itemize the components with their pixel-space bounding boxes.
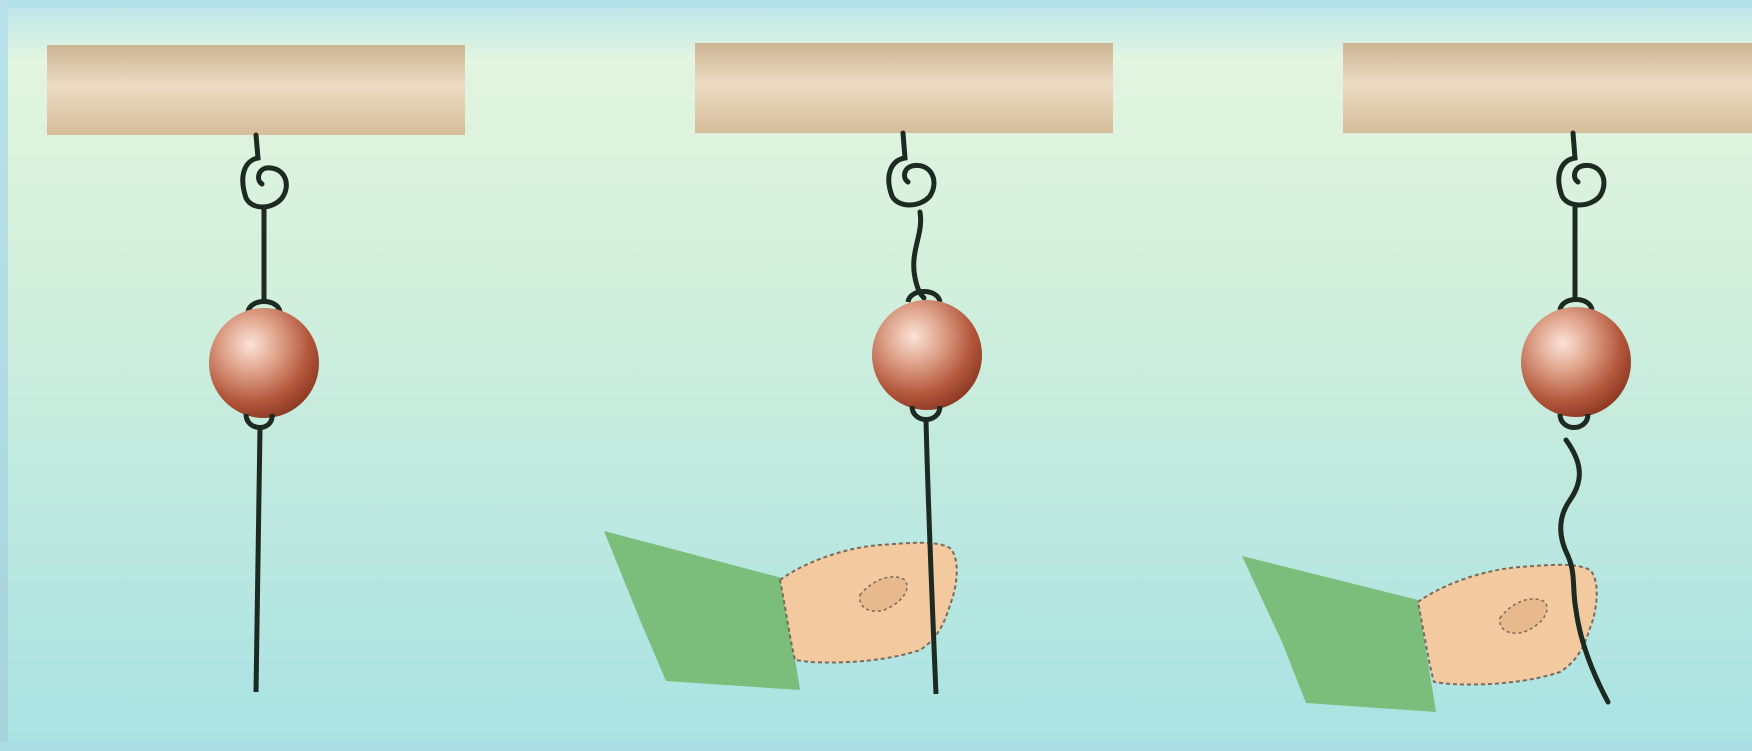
panel-1 [47,45,465,692]
heavy-ball [1521,307,1631,417]
heavy-ball [209,308,319,418]
sleeve [604,531,800,690]
ceiling-block [695,43,1113,133]
heavy-ball [872,300,982,410]
panel-2 [604,43,1113,694]
upper-string [914,212,924,298]
ceiling-hook [243,135,287,207]
ceiling-block [1343,43,1752,133]
ceiling-block [47,45,465,135]
ceiling-hook [889,133,934,205]
ceiling-hook [1559,133,1604,205]
sleeve [1242,556,1436,712]
lower-string [256,428,260,692]
panel-3 [1242,43,1752,712]
